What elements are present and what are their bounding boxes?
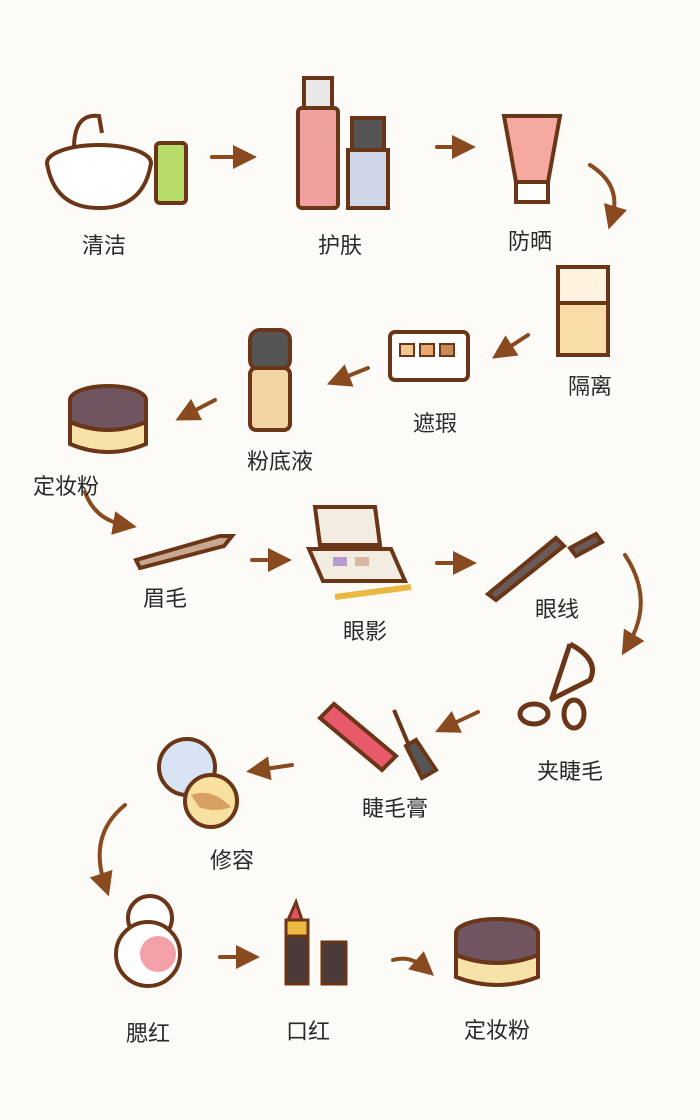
powder-jar-icon bbox=[454, 917, 540, 987]
arrow-4 bbox=[491, 333, 530, 359]
foundation-bottle-icon bbox=[248, 328, 292, 432]
step-label-contour: 修容 bbox=[209, 849, 255, 874]
sunscreen-tube-icon bbox=[501, 114, 563, 204]
step-label-final-powder: 定妆粉 bbox=[463, 1019, 531, 1044]
step-label-eyeshadow: 眼影 bbox=[342, 620, 388, 645]
blush-compact-icon bbox=[114, 894, 182, 988]
step-label-primer: 隔离 bbox=[567, 375, 613, 400]
step-label-setting-powder: 定妆粉 bbox=[32, 475, 100, 500]
arrow-11 bbox=[435, 710, 480, 733]
step-label-eyebrow: 眉毛 bbox=[142, 587, 188, 612]
step-label-cleanse: 清洁 bbox=[81, 234, 127, 259]
washbasin-icon bbox=[45, 113, 188, 211]
eyelash-curler-icon bbox=[517, 641, 595, 731]
arrow-3 bbox=[588, 163, 627, 230]
eyeliner-icon bbox=[484, 531, 605, 603]
step-label-mascara: 睫毛膏 bbox=[361, 797, 429, 822]
step-label-eyeliner: 眼线 bbox=[534, 598, 580, 623]
lipstick-icon bbox=[284, 897, 348, 986]
step-label-foundation: 粉底液 bbox=[246, 450, 314, 475]
arrow-13 bbox=[89, 803, 127, 897]
eyebrow-pencil-icon bbox=[133, 534, 237, 571]
step-label-lipstick: 口红 bbox=[285, 1020, 331, 1045]
skincare-bottles-icon bbox=[296, 76, 390, 210]
arrow-10 bbox=[621, 553, 645, 656]
concealer-palette-icon bbox=[388, 330, 470, 382]
arrow-15 bbox=[391, 951, 435, 976]
arrow-7 bbox=[83, 490, 137, 535]
primer-bottle-icon bbox=[556, 265, 610, 357]
step-label-concealer: 遮瑕 bbox=[412, 412, 458, 437]
arrow-5 bbox=[326, 364, 370, 387]
step-label-sunscreen: 防晒 bbox=[507, 230, 553, 255]
contour-compact-icon bbox=[157, 737, 239, 829]
step-label-blush: 腮红 bbox=[125, 1022, 171, 1047]
arrow-12 bbox=[246, 756, 294, 781]
step-label-skincare: 护肤 bbox=[317, 234, 363, 259]
step-label-eyelash-curler: 夹睫毛 bbox=[536, 760, 604, 785]
powder-jar-icon bbox=[68, 384, 148, 454]
arrow-6 bbox=[175, 398, 217, 421]
mascara-icon bbox=[317, 701, 439, 781]
eyeshadow-palette-icon bbox=[305, 505, 412, 600]
